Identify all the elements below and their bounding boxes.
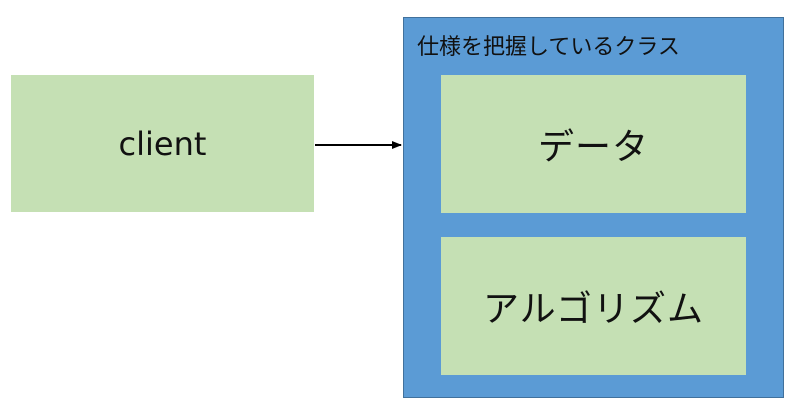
spec-class-container: 仕様を把握しているクラス データ アルゴリズム — [403, 17, 784, 398]
algorithm-box: アルゴリズム — [441, 237, 746, 375]
data-label: データ — [537, 127, 649, 168]
algorithm-label: アルゴリズム — [483, 289, 704, 330]
data-box: データ — [441, 75, 746, 213]
client-box: client — [11, 75, 314, 212]
client-label: client — [118, 124, 207, 163]
spec-class-title: 仕様を把握しているクラス — [417, 35, 680, 60]
